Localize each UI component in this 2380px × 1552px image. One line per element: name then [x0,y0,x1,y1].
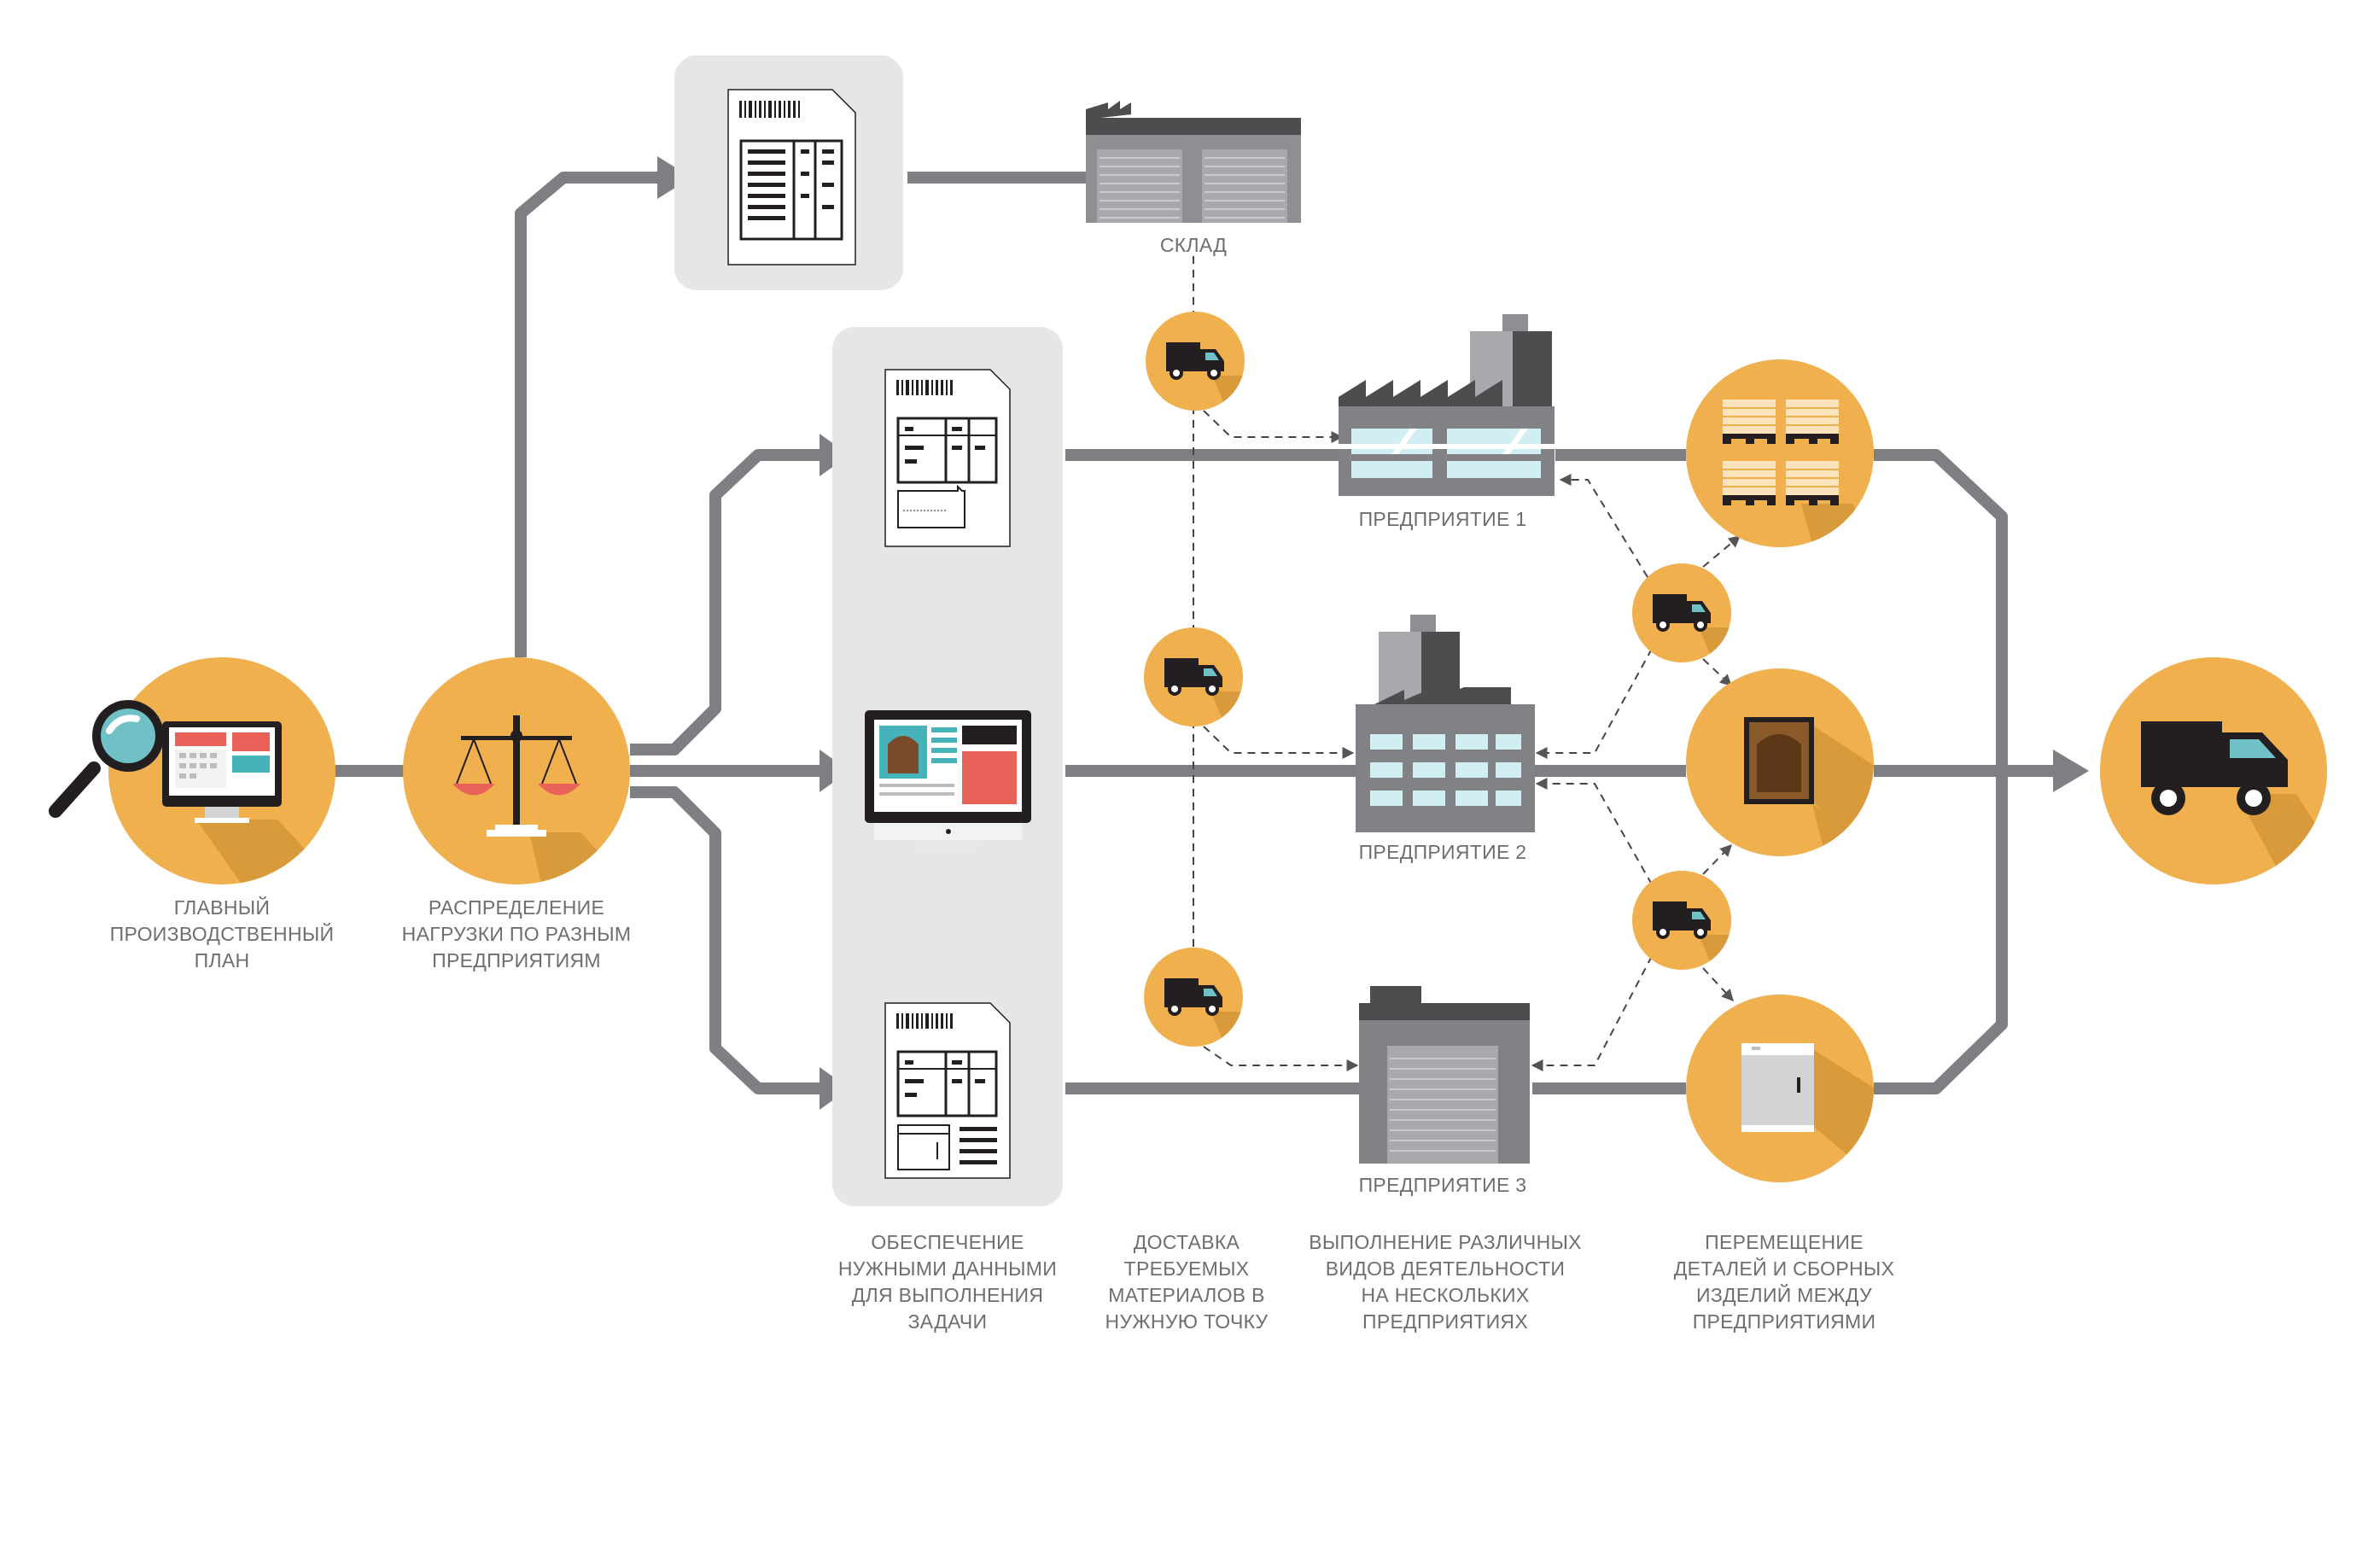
delivery-truck-node-3 [1144,948,1243,1047]
arrowhead-final [2053,750,2089,792]
caption-parts-transfer: ПЕРЕМЕЩЕНИЕ ДЕТАЛЕЙ И СБОРНЫХ ИЗДЕЛИЙ МЕ… [1673,1231,1895,1333]
transfer-truck-node-2 [1632,871,1731,970]
enterprise-1-label: ПРЕДПРИЯТИЕ 1 [1358,508,1527,530]
warehouse-building [1086,101,1301,223]
order-document-icon [884,369,1011,547]
cabinet-icon [1741,1043,1814,1132]
cabinet-node [1686,995,1874,1182]
caption-data-supply: ОБЕСПЕЧЕНИЕ НУЖНЫМИ ДАННЫМИ ДЛЯ ВЫПОЛНЕН… [837,1231,1058,1333]
final-delivery-node [2100,657,2327,884]
truck-icon [1166,342,1224,380]
enterprise-1-factory [1339,314,1555,496]
caption-material-delivery: ДОСТАВКА ТРЕБУЕМЫХ МАТЕРИАЛОВ В НУЖНУЮ Т… [1105,1231,1269,1333]
dashed-delivery-lines [1193,256,1741,1071]
load-distribution-node [403,657,630,884]
enterprise-2-label: ПРЕДПРИЯТИЕ 2 [1358,841,1527,863]
delivery-truck-node-1 [1146,312,1245,411]
pallets-icon [1723,400,1839,505]
scales-icon [452,715,580,837]
design-monitor-icon [865,710,1031,849]
caption-load-distribution: РАСПРЕДЕЛЕНИЕ НАГРУЗКИ ПО РАЗНЫМ ПРЕДПРИ… [401,896,632,971]
magnifier-icon [49,700,164,818]
truck-icon [1164,978,1222,1016]
truck-icon [1164,658,1222,696]
enterprise-3-factory [1359,986,1530,1164]
flow-to-doc-3 [630,786,824,1094]
truck-icon [1653,901,1711,939]
door-icon [1744,717,1814,804]
enterprise-2-factory [1356,615,1535,832]
caption-multi-site: ВЫПОЛНЕНИЕ РАЗЛИЧНЫХ ВИДОВ ДЕЯТЕЛЬНОСТИ … [1309,1231,1582,1333]
pallets-node [1686,359,1874,547]
enterprise-3-label: ПРЕДПРИЯТИЕ 3 [1358,1174,1527,1196]
spec-document-icon [884,1002,1011,1179]
flow-lines [333,172,2059,1094]
warehouse-label: СКЛАД [1159,234,1228,256]
truck-icon [1653,594,1711,632]
big-truck-icon [2141,721,2288,815]
delivery-truck-node-2 [1144,627,1243,726]
warehouse-document-icon [727,89,856,265]
flow-to-doc-1 [630,449,824,756]
flow-to-warehouse-doc [515,172,662,657]
master-plan-node [49,657,335,884]
transfer-truck-node-1 [1632,563,1731,662]
caption-master-plan: ГЛАВНЫЙ ПРОИЗВОДСТВЕННЫЙ ПЛАН [109,896,335,971]
